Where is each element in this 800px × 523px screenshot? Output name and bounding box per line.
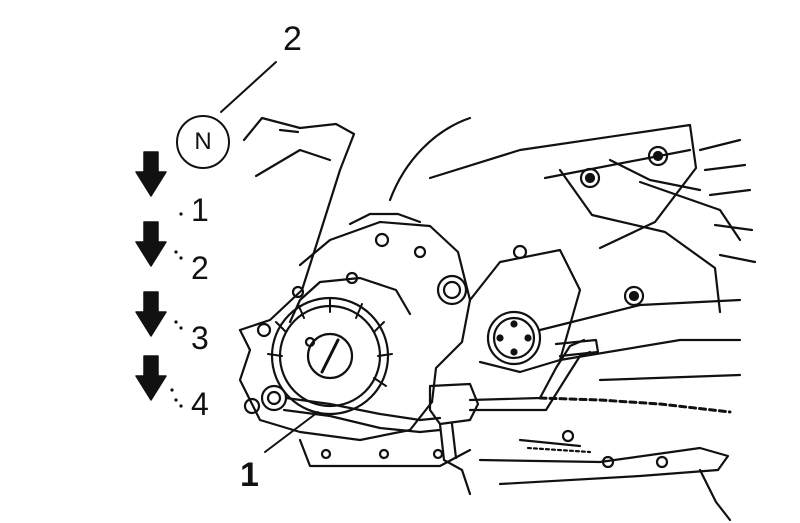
clutch-cover	[267, 296, 393, 416]
down-arrow-icon	[135, 291, 167, 337]
side-stand	[478, 429, 732, 522]
down-arrow-icon	[135, 151, 167, 197]
gear-label-4: 4	[191, 386, 209, 422]
gear-marker-dots	[170, 212, 183, 408]
shift-pedal	[243, 382, 480, 496]
drive-chain	[538, 396, 732, 414]
leader-line-bottom	[264, 411, 319, 453]
frame-outline	[238, 116, 757, 382]
leader-line-top	[220, 61, 277, 113]
callout-label-1: 1	[240, 456, 259, 494]
down-arrow-icon	[135, 221, 167, 267]
gear-label-3: 3	[191, 320, 209, 356]
footrest-bracket	[468, 338, 600, 412]
down-arrow-icon	[135, 355, 167, 401]
frame-bolts	[512, 145, 669, 307]
neutral-indicator: N	[176, 115, 230, 169]
callout-label-2: 2	[283, 20, 302, 58]
pivot-cover	[468, 248, 582, 374]
down-arrow-icon-group	[135, 151, 167, 401]
gear-label-1: 1	[191, 192, 209, 228]
oil-filler-cap	[436, 274, 468, 306]
gear-label-2: 2	[191, 250, 209, 286]
